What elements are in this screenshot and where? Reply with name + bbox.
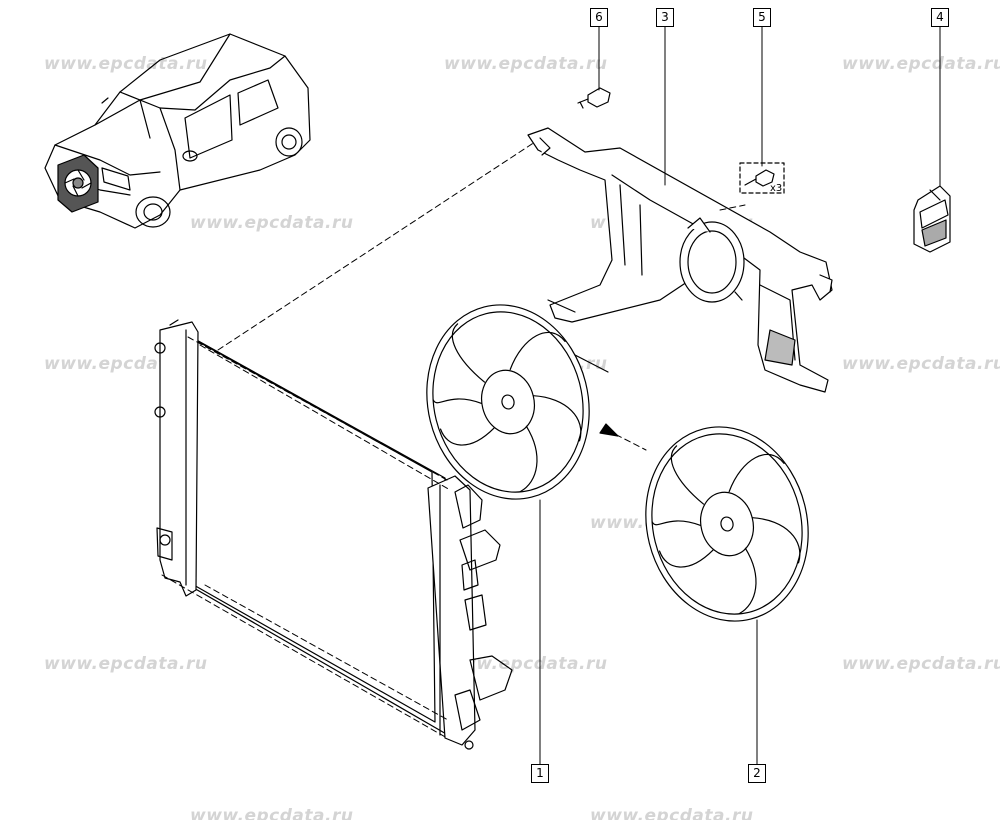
watermark: www.epcdata.ru xyxy=(842,354,1000,374)
callout-5: 5 xyxy=(753,8,771,27)
watermark: www.epcdata.ru xyxy=(190,806,354,820)
watermark: www.epcdata.ru xyxy=(444,654,608,674)
watermark: www.epcdata.ru xyxy=(44,654,208,674)
callout-4: 4 xyxy=(931,8,949,27)
vehicle-location-illustration xyxy=(44,33,311,229)
fan-2 xyxy=(645,426,809,622)
highlighted-fan-area xyxy=(57,154,99,213)
fan-1-motor-stub xyxy=(574,354,609,373)
quantity-label: x3 xyxy=(770,183,783,194)
callout-leaders xyxy=(539,25,941,765)
callout-1: 1 xyxy=(531,764,549,783)
callout-2: 2 xyxy=(748,764,766,783)
clip-4 xyxy=(913,185,951,253)
fan-shroud-frame xyxy=(527,127,833,393)
watermark: www.epcdata.ru xyxy=(842,654,1000,674)
callout-6: 6 xyxy=(590,8,608,27)
insertion-arrow xyxy=(599,423,619,437)
callout-3: 3 xyxy=(656,8,674,27)
watermark: www.epcdata.ru xyxy=(842,54,1000,74)
screw-6 xyxy=(577,87,611,109)
fan-1 xyxy=(426,304,590,500)
radiator xyxy=(154,319,513,750)
watermark: www.epcdata.ru xyxy=(444,54,608,74)
watermark: www.epcdata.ru xyxy=(590,806,754,820)
watermark: www.epcdata.ru xyxy=(44,54,208,74)
assembly-guide-lines xyxy=(161,141,746,739)
watermark: www.epcdata.ru xyxy=(190,213,354,233)
